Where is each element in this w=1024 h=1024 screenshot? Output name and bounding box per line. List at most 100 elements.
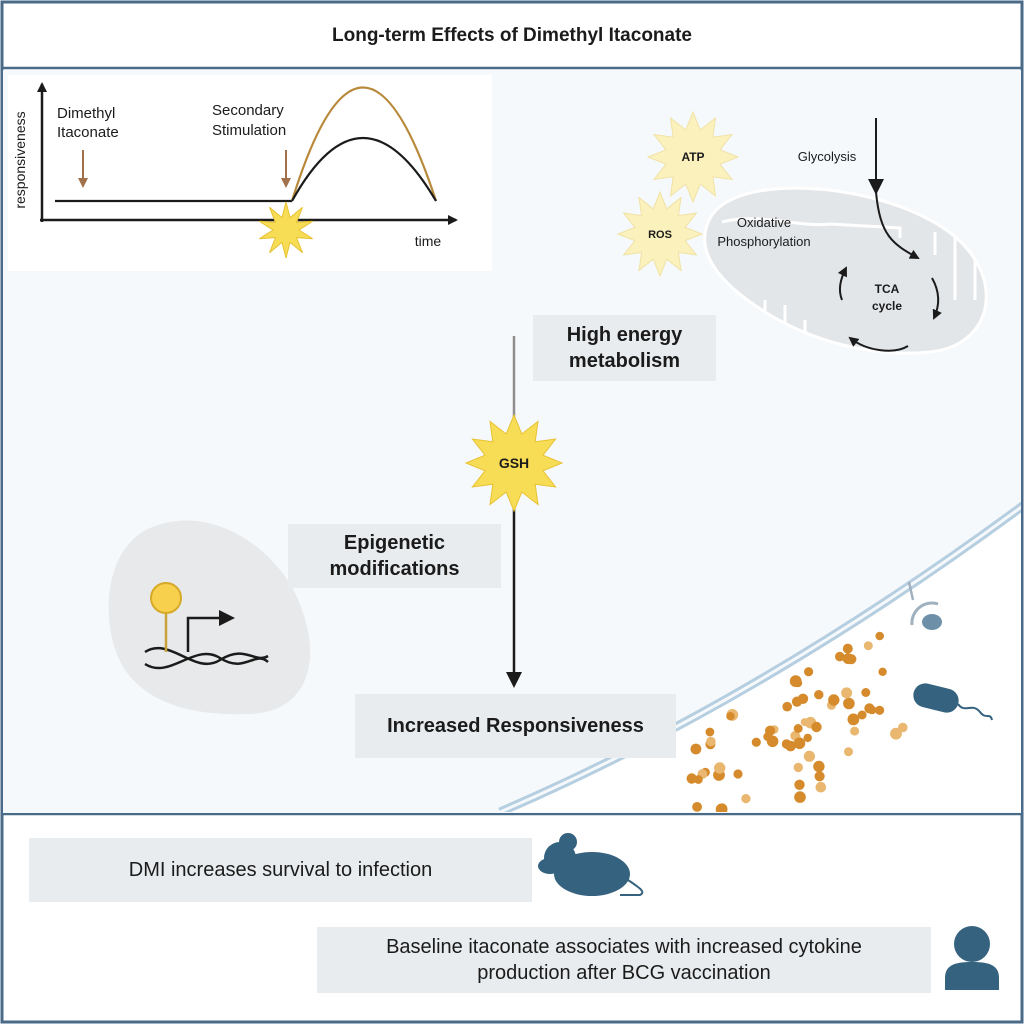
glycolysis-to-tca-arrow <box>875 191 920 259</box>
treated-response-curve <box>290 86 438 202</box>
bacterium-icon <box>913 683 993 721</box>
tca-arrow-left <box>837 266 847 301</box>
particle-dot <box>814 771 825 782</box>
particle-dot <box>850 726 860 736</box>
particle-dot <box>847 713 860 726</box>
particle-dot <box>715 803 728 812</box>
methyl-mark-icon <box>150 582 182 614</box>
particle-dot <box>726 712 735 721</box>
particle-dot <box>842 653 854 665</box>
mouse-finding-text: DMI increases survival to infection <box>128 858 433 881</box>
y-axis-label: responsiveness <box>12 111 28 208</box>
event1-label-line1: Dimethyl <box>57 105 115 122</box>
high-energy-line2: metabolism <box>568 350 681 372</box>
particle-dot <box>714 762 726 774</box>
atp-label: ATP <box>681 150 704 164</box>
human-finding-line2: production after BCG vaccination <box>477 962 771 984</box>
particle-dot <box>841 687 853 699</box>
particle-dot <box>789 675 802 688</box>
particle-dot <box>705 727 715 737</box>
oxphos-label-line1: Oxidative <box>737 215 791 230</box>
particle-dot <box>890 727 902 740</box>
particle-dot <box>864 703 875 714</box>
human-icon <box>945 926 999 990</box>
stimulation-star-icon <box>259 201 313 259</box>
particle-dot <box>766 735 779 748</box>
particle-dot <box>765 725 776 736</box>
epigenetic-line1: Epigenetic <box>343 532 446 554</box>
particle-dot <box>692 802 702 812</box>
particle-dot <box>782 701 792 712</box>
particle-dot <box>733 769 743 779</box>
high-energy-metabolism-box: High energy metabolism <box>533 315 716 381</box>
gsh-burst-icon <box>464 413 564 513</box>
particle-dot <box>863 641 873 651</box>
particle-dot <box>857 710 867 720</box>
event1-label-line2: Itaconate <box>57 124 119 141</box>
particle-dot <box>828 694 840 706</box>
membrane-region <box>498 501 1021 812</box>
particle-dot <box>751 737 761 747</box>
particle-dot <box>815 781 827 793</box>
glycolysis-label: Glycolysis <box>798 149 857 164</box>
particle-dot <box>835 651 845 662</box>
ros-burst-icon <box>616 190 704 278</box>
mouse-icon <box>538 833 644 896</box>
receptor-icon <box>907 581 942 630</box>
particle-dot <box>861 688 871 697</box>
epigenetic-line2: modifications <box>329 558 460 580</box>
particle-cluster <box>686 631 908 812</box>
high-energy-line1: High energy <box>566 324 683 346</box>
particle-dot <box>878 667 887 676</box>
increased-responsiveness-box: Increased Responsiveness <box>355 694 676 758</box>
transcription-start-arrow <box>186 610 235 652</box>
particle-dot <box>803 733 812 743</box>
particle-dot <box>797 693 809 704</box>
particle-dot <box>690 743 702 755</box>
mouse-finding-box: DMI increases survival to infection <box>29 838 532 902</box>
particle-dot <box>842 643 853 654</box>
cell-membrane-inner <box>499 505 1021 812</box>
human-finding-box: Baseline itaconate associates with incre… <box>317 927 931 993</box>
particle-dot <box>794 779 805 790</box>
epigenetic-modifications-box: Epigenetic modifications <box>288 524 501 588</box>
oxphos-label-line2: Phosphorylation <box>717 234 810 249</box>
tca-arrow-right <box>931 277 942 320</box>
gsh-label: GSH <box>499 455 529 471</box>
particle-dot <box>844 747 853 757</box>
tca-label-line2: cycle <box>872 299 902 313</box>
particle-dot <box>813 760 825 773</box>
human-finding-line1: Baseline itaconate associates with incre… <box>386 936 862 958</box>
particle-dot <box>793 724 803 733</box>
particle-dot <box>706 736 716 747</box>
x-axis-label: time <box>415 233 442 249</box>
particle-dot <box>741 794 751 804</box>
graph-panel <box>8 75 492 271</box>
particle-dot <box>694 775 703 784</box>
particle-dot <box>794 791 806 803</box>
event2-label-line2: Stimulation <box>212 122 286 139</box>
particle-dot <box>781 739 792 749</box>
atp-burst-icon <box>646 110 740 204</box>
particle-dot <box>686 773 697 784</box>
particle-dot <box>804 667 814 677</box>
particle-dot <box>875 705 885 715</box>
particle-dot <box>875 631 884 641</box>
particle-dot <box>898 722 908 733</box>
particle-dot <box>843 697 855 710</box>
event2-label-line1: Secondary <box>212 102 284 119</box>
tca-arrow-bottom <box>848 336 909 352</box>
dna-strand-b <box>144 652 269 670</box>
ros-label: ROS <box>648 229 672 241</box>
page-title: Long-term Effects of Dimethyl Itaconate <box>332 25 692 46</box>
particle-dot <box>803 750 816 762</box>
increased-responsiveness-label: Increased Responsiveness <box>387 714 644 737</box>
particle-dot <box>793 762 803 773</box>
particle-dot <box>814 690 824 700</box>
particle-dot <box>811 721 822 733</box>
particle-dot <box>793 737 806 750</box>
baseline-response-curve <box>291 136 437 202</box>
tca-label-line1: TCA <box>875 282 900 296</box>
